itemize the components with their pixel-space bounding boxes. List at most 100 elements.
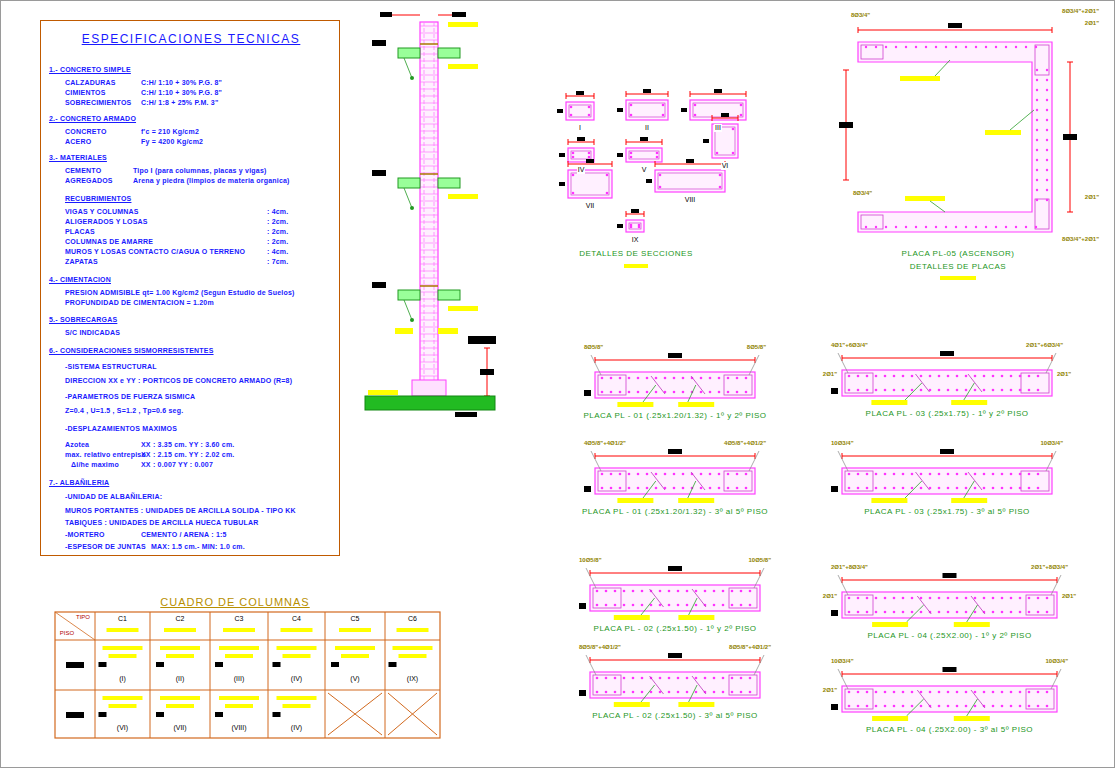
confined-zone — [593, 588, 621, 608]
rebar-dot — [905, 46, 907, 48]
rebar-dot — [938, 487, 941, 490]
dimension-block — [714, 89, 722, 93]
rebar-dot — [1001, 473, 1004, 476]
rebar-dot — [983, 487, 986, 490]
note-bar — [905, 196, 945, 201]
rebar-dot — [995, 226, 997, 228]
note-block — [455, 412, 477, 417]
rebar-dot — [1010, 487, 1013, 490]
rebar-dot — [938, 705, 941, 708]
rebar-label: 8Ø5/8" — [583, 344, 604, 351]
rebar-dot — [727, 391, 730, 394]
section-label: VII — [585, 202, 596, 210]
rebar-dot — [732, 128, 735, 131]
note-block — [372, 282, 386, 288]
rebar-dot — [866, 705, 869, 708]
dimension-tick — [662, 139, 663, 145]
rebar-dot — [893, 473, 896, 476]
plate-title: PLACA PL - 04 (.25X2.00) - 1º y 2º PISO — [866, 632, 1032, 641]
dimension-block — [631, 209, 639, 213]
table-line — [385, 612, 386, 738]
leader-line — [1046, 353, 1056, 373]
rebar-dot — [1046, 705, 1049, 708]
rebar-dot — [929, 473, 932, 476]
stirrup — [420, 355, 438, 356]
note-bar — [617, 498, 653, 503]
leader-line — [1046, 451, 1056, 471]
rebar-label: 10Ø5/8" — [747, 557, 772, 564]
rebar-dot — [902, 597, 905, 600]
spec-text: max. relativo entrepiso — [65, 451, 146, 459]
confined-zone — [1026, 595, 1054, 615]
rebar-dot — [731, 604, 734, 607]
rebar-dot — [1019, 691, 1022, 694]
dimension-tick — [626, 91, 627, 97]
spec-heading: 4.- CIMENTACION — [49, 276, 111, 284]
spec-text: -DESPLAZAMIENTOS MAXIMOS — [65, 425, 177, 433]
rebar-dot — [857, 705, 860, 708]
stirrup — [658, 173, 722, 189]
note-bar — [283, 654, 311, 658]
table-diagonal — [55, 612, 95, 640]
table-frame — [55, 612, 440, 738]
column-elevation — [365, 12, 496, 417]
rebar-dot — [893, 389, 896, 392]
leader-line — [964, 481, 975, 498]
rebar-dot — [1036, 199, 1038, 201]
rebar-label: 8Ø5/8"+4Ø1/2" — [728, 644, 772, 651]
hook-line — [651, 376, 665, 394]
rebar-dot — [1019, 597, 1022, 600]
dimension-tick — [568, 139, 569, 145]
rebar-dot — [1046, 611, 1049, 614]
note-block — [99, 662, 107, 667]
note-bar — [448, 22, 478, 27]
confined-zone — [729, 588, 757, 608]
plate-pl05 — [839, 23, 1077, 280]
slab-line — [420, 173, 438, 175]
spec-text: : 7cm. — [267, 258, 288, 266]
stirrup — [420, 33, 438, 34]
rebar-dot — [905, 226, 907, 228]
rebar-dot — [848, 389, 851, 392]
rebar-dot — [992, 375, 995, 378]
spec-text: DIRECCION XX e YY : PORTICOS DE CONCRETO… — [65, 377, 292, 385]
confined-zone — [845, 373, 873, 393]
spec-text: : 2cm. — [267, 228, 288, 236]
rebar-dot — [975, 46, 977, 48]
rebar-dot — [610, 473, 613, 476]
rebar-dot — [1028, 611, 1031, 614]
plate-title: PLACA PL - 02 (.25x1.50) - 1º y 2º PISO — [593, 625, 758, 634]
rebar-dot — [1015, 46, 1017, 48]
rebar-dot — [929, 597, 932, 600]
rebar-dot — [668, 691, 671, 694]
note-bar — [339, 628, 371, 632]
spec-text: Δi/he maximo — [71, 461, 119, 469]
dimension-line — [626, 94, 668, 95]
rebar-dot — [668, 677, 671, 680]
dimension-block — [557, 109, 563, 113]
note-bar — [397, 628, 429, 632]
hook-line — [916, 374, 930, 392]
dimension-tick — [644, 211, 645, 217]
rebar-dot — [1010, 473, 1013, 476]
rebar-dot — [646, 473, 649, 476]
plate-drawing — [579, 653, 764, 707]
stirrup — [420, 68, 438, 69]
plate-drawing — [579, 566, 764, 620]
rebar-dot — [956, 389, 959, 392]
rebar-dot — [1028, 389, 1031, 392]
rebar-dot — [875, 473, 878, 476]
spec-heading: 1.- CONCRETO SIMPLE — [49, 66, 131, 74]
dimension-block — [579, 603, 586, 609]
note-bar — [160, 696, 200, 700]
rebar-dot — [902, 705, 905, 708]
stirrup — [420, 348, 438, 349]
section-label: VI — [721, 162, 730, 170]
dimension-line — [590, 660, 760, 661]
stirrup — [629, 223, 641, 229]
rebar-label: 2Ø1" — [1056, 371, 1072, 378]
note-bar — [368, 390, 398, 395]
note-bar — [900, 76, 940, 81]
